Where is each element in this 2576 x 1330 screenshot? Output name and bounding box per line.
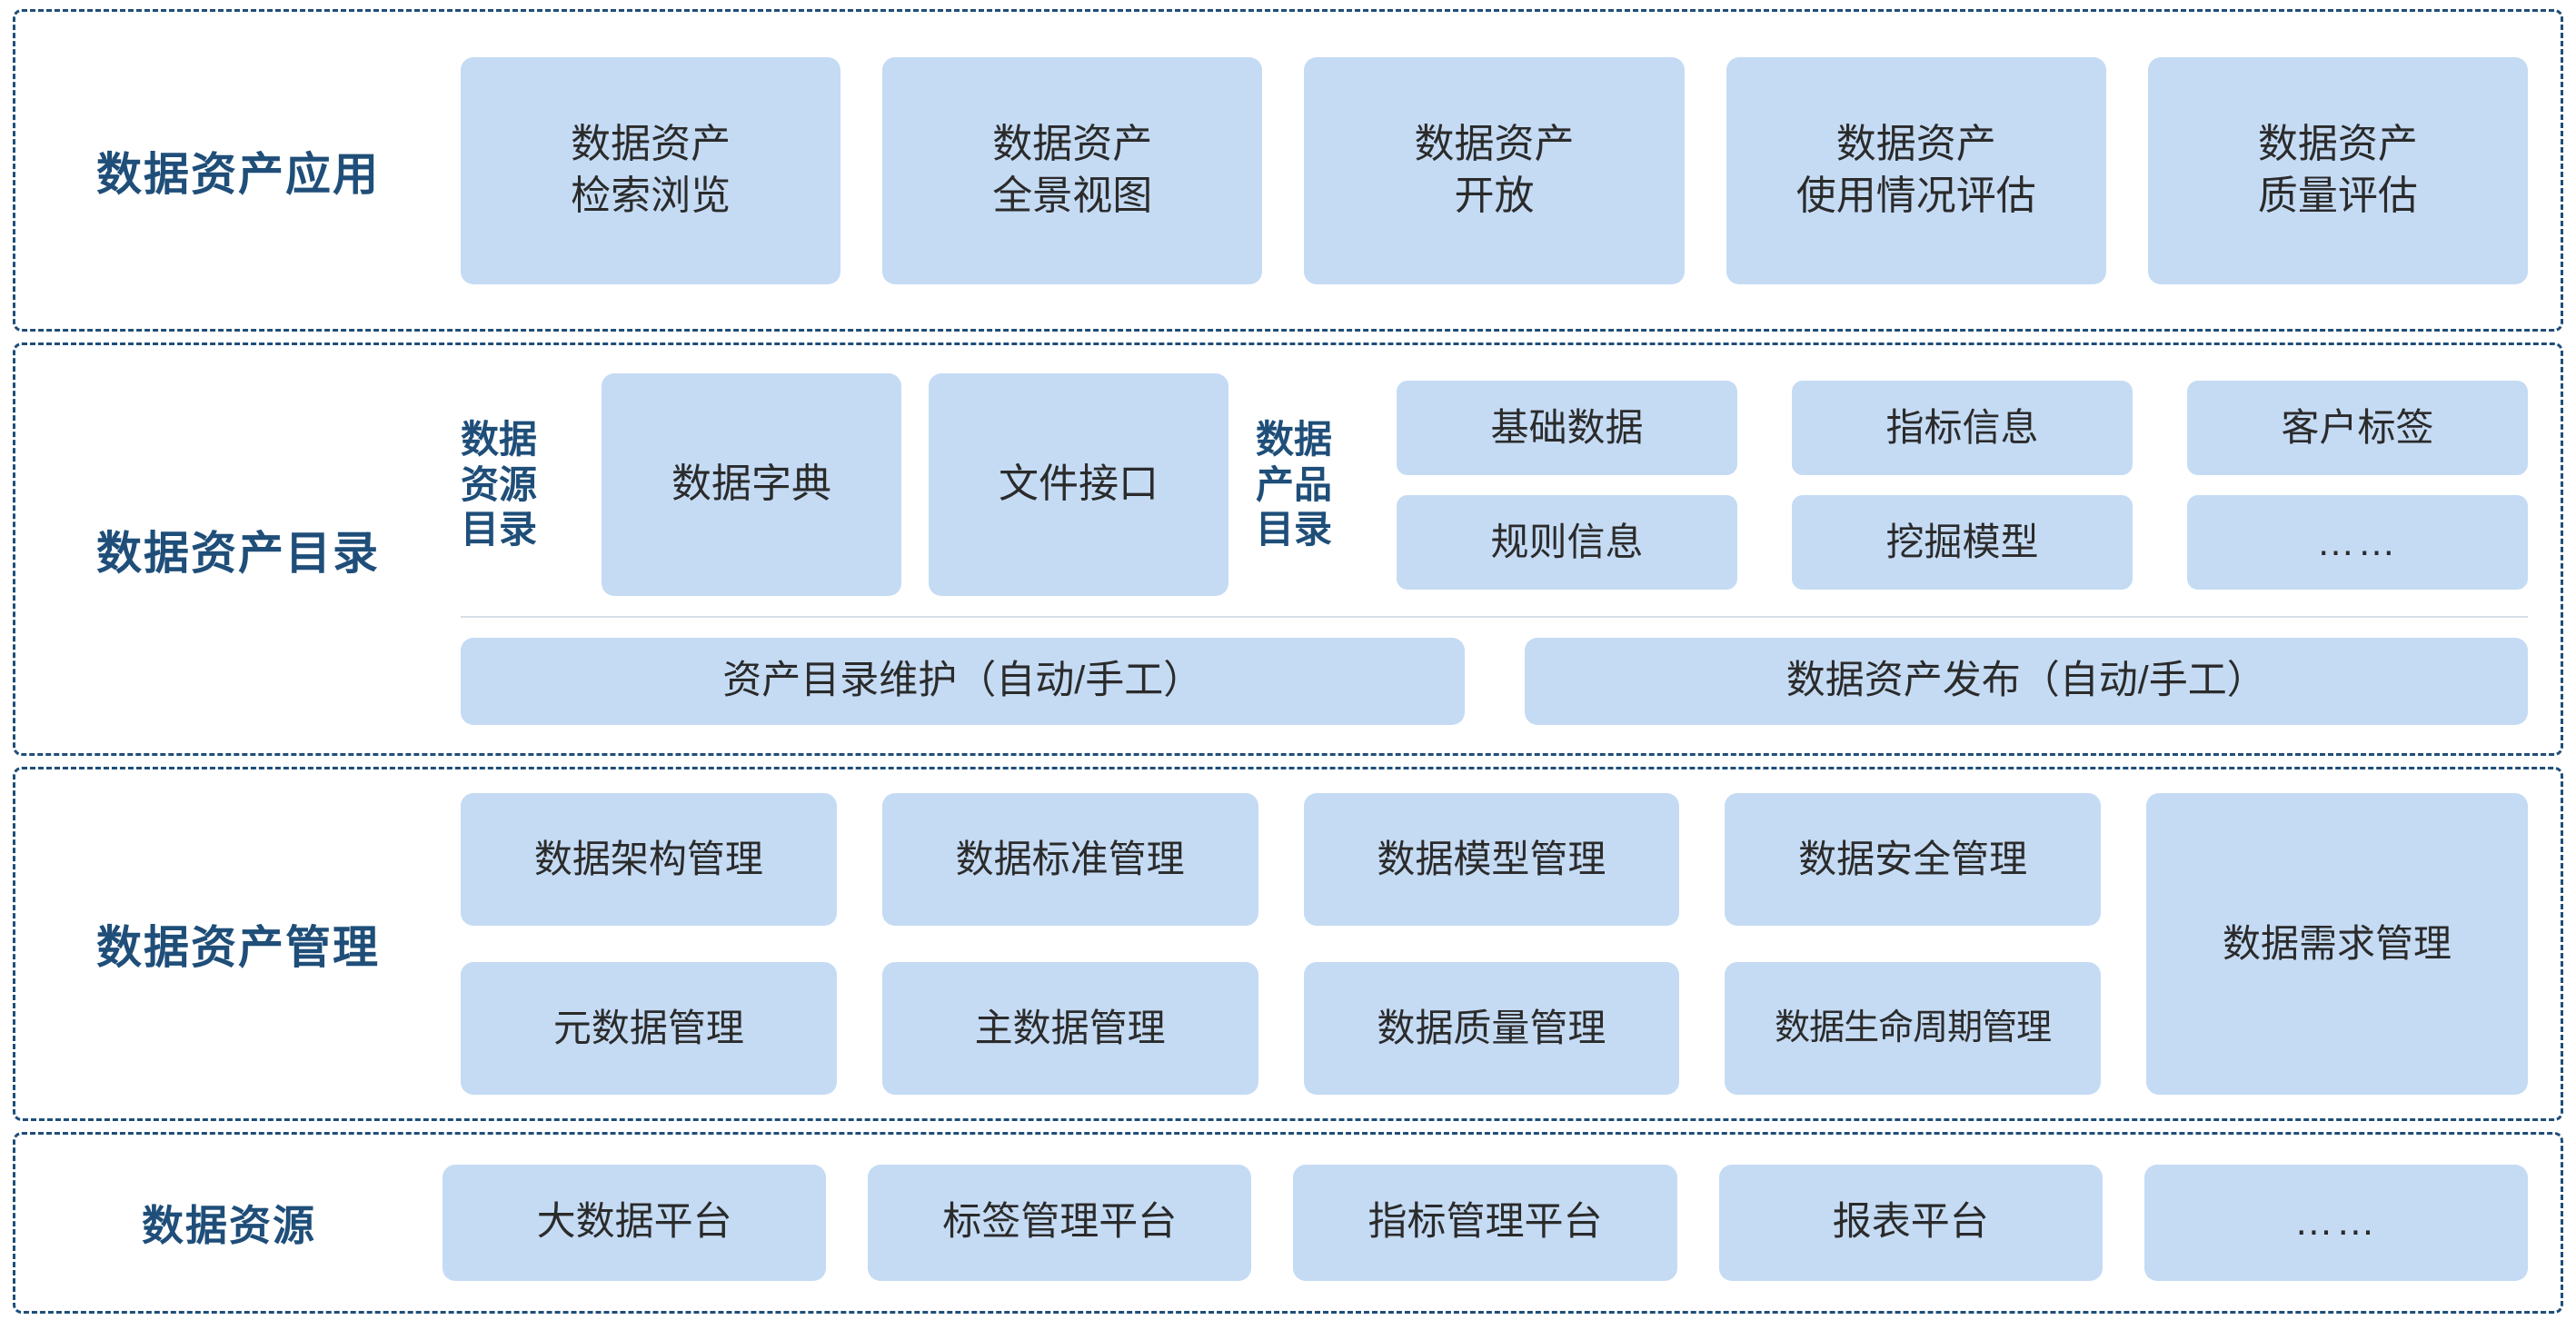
card-data-quality-management[interactable]: 数据质量管理 (1303, 962, 1680, 1095)
catalog-top-row: 数据 资源 目录 数据字典 文件接口 数据 产品 目录 基础数据 指标信息 客户… (461, 373, 2528, 610)
card-customer-tag[interactable]: 客户标签 (2187, 380, 2528, 475)
section-title-data-asset-application: 数据资产应用 (96, 148, 380, 200)
product-catalog-grid: 基础数据 指标信息 客户标签 规则信息 挖掘模型 …… (1397, 373, 2528, 596)
card-data-model-management[interactable]: 数据模型管理 (1303, 793, 1680, 926)
section-body-data-asset-application: 数据资产 检索浏览 数据资产 全景视图 数据资产 开放 数据资产 使用情况评估 … (461, 12, 2561, 329)
section-title-data-asset-management: 数据资产管理 (96, 922, 380, 973)
section-title-data-resource: 数据资源 (142, 1202, 316, 1249)
card-metric-management-platform[interactable]: 指标管理平台 (1293, 1165, 1677, 1281)
card-data-asset-search-browse[interactable]: 数据资产 检索浏览 (461, 56, 841, 284)
card-data-requirement-management[interactable]: 数据需求管理 (2146, 793, 2528, 1095)
card-asset-catalog-maintenance[interactable]: 资产目录维护（自动/手工） (461, 638, 1465, 725)
card-rule-information[interactable]: 规则信息 (1397, 494, 1737, 590)
card-data-standard-management[interactable]: 数据标准管理 (881, 793, 1258, 926)
section-title-data-asset-catalog: 数据资产目录 (96, 527, 380, 579)
sub-label-data-product-catalog: 数据 产品 目录 (1256, 418, 1333, 551)
card-data-asset-publishing[interactable]: 数据资产发布（自动/手工） (1524, 638, 2528, 725)
resource-card-row: 大数据平台 标签管理平台 指标管理平台 报表平台 …… (443, 1165, 2529, 1281)
section-body-data-resource: 大数据平台 标签管理平台 指标管理平台 报表平台 …… (443, 1135, 2561, 1311)
catalog-bottom-row: 资产目录维护（自动/手工） 数据资产发布（自动/手工） (461, 638, 2528, 725)
card-metadata-management[interactable]: 元数据管理 (461, 962, 837, 1095)
sub-label-data-resource-catalog: 数据 资源 目录 (461, 418, 538, 551)
catalog-divider (461, 616, 2528, 618)
application-card-row: 数据资产 检索浏览 数据资产 全景视图 数据资产 开放 数据资产 使用情况评估 … (461, 56, 2529, 284)
card-data-asset-open[interactable]: 数据资产 开放 (1304, 56, 1685, 284)
card-master-data-management[interactable]: 主数据管理 (881, 962, 1258, 1095)
card-data-lifecycle-management[interactable]: 数据生命周期管理 (1725, 962, 2101, 1095)
card-file-interface[interactable]: 文件接口 (929, 373, 1228, 596)
card-big-data-platform[interactable]: 大数据平台 (443, 1165, 827, 1281)
section-data-asset-application: 数据资产应用 数据资产 检索浏览 数据资产 全景视图 数据资产 开放 数据资产 … (13, 9, 2563, 332)
management-card-grid: 数据架构管理 数据标准管理 数据模型管理 数据安全管理 元数据管理 主数据管理 … (461, 793, 2101, 1095)
card-basic-data[interactable]: 基础数据 (1397, 380, 1737, 475)
card-data-asset-quality-evaluation[interactable]: 数据资产 质量评估 (2147, 56, 2529, 284)
card-data-security-management[interactable]: 数据安全管理 (1725, 793, 2101, 926)
card-data-dictionary[interactable]: 数据字典 (602, 373, 901, 596)
section-data-asset-catalog: 数据资产目录 数据 资源 目录 数据字典 文件接口 数据 产品 目录 基础数据 … (13, 342, 2563, 756)
card-more-ellipsis-catalog[interactable]: …… (2187, 494, 2528, 590)
section-body-data-asset-management: 数据架构管理 数据标准管理 数据模型管理 数据安全管理 元数据管理 主数据管理 … (461, 769, 2561, 1118)
card-tag-management-platform[interactable]: 标签管理平台 (868, 1165, 1252, 1281)
card-metric-information[interactable]: 指标信息 (1792, 380, 2133, 475)
section-data-asset-management: 数据资产管理 数据架构管理 数据标准管理 数据模型管理 数据安全管理 元数据管理… (13, 767, 2563, 1121)
card-report-platform[interactable]: 报表平台 (1718, 1165, 2103, 1281)
card-data-architecture-management[interactable]: 数据架构管理 (461, 793, 837, 926)
card-data-asset-usage-evaluation[interactable]: 数据资产 使用情况评估 (1726, 56, 2106, 284)
section-body-data-asset-catalog: 数据 资源 目录 数据字典 文件接口 数据 产品 目录 基础数据 指标信息 客户… (461, 345, 2561, 753)
card-mining-model[interactable]: 挖掘模型 (1792, 494, 2133, 590)
section-data-resource: 数据资源 大数据平台 标签管理平台 指标管理平台 报表平台 …… (13, 1132, 2563, 1314)
card-more-ellipsis-resource[interactable]: …… (2143, 1165, 2529, 1281)
card-data-asset-panorama-view[interactable]: 数据资产 全景视图 (882, 56, 1263, 284)
